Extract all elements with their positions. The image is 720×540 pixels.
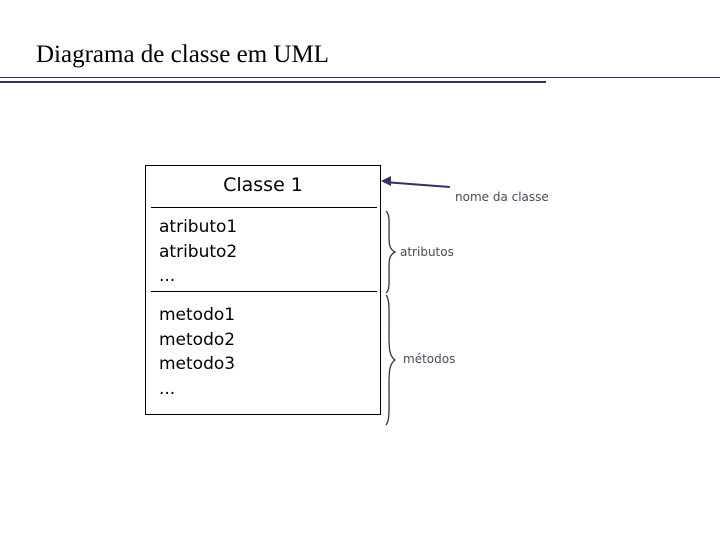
attributes-compartment: atributo1 atributo2 ...: [146, 207, 380, 291]
list-item: atributo1: [159, 217, 238, 237]
methods-brace-icon: [383, 294, 397, 426]
attributes-brace-icon: [383, 210, 397, 294]
list-item: metodo2: [159, 329, 236, 350]
annotation-attributes: atributos: [400, 245, 454, 259]
arrow-left-icon: [381, 176, 391, 186]
list-item: metodo1: [159, 305, 236, 325]
method-list: metodo1 metodo2 metodo3 ...: [159, 303, 235, 401]
compartment-divider-1: [151, 207, 377, 208]
compartment-divider-2: [151, 291, 377, 292]
annotation-class-name: nome da classe: [455, 190, 549, 204]
title-rule-lower: [0, 81, 546, 83]
list-item: ...: [159, 378, 176, 399]
list-item: ...: [159, 266, 176, 286]
page-title: Diagrama de classe em UML: [36, 41, 329, 68]
class-name-compartment: Classe 1: [146, 166, 380, 207]
class-name-text: Classe 1: [223, 174, 303, 196]
uml-class-box[interactable]: Classe 1 atributo1 atributo2 ... metodo1…: [145, 165, 381, 415]
methods-compartment: metodo1 metodo2 metodo3 ...: [146, 291, 380, 414]
annotation-methods: métodos: [403, 352, 456, 366]
class-name-arrow-line: [383, 181, 450, 188]
attribute-list: atributo1 atributo2 ...: [159, 215, 237, 289]
title-rule-upper: [0, 77, 720, 78]
list-item: atributo2: [159, 241, 238, 262]
list-item: metodo3: [159, 354, 236, 374]
